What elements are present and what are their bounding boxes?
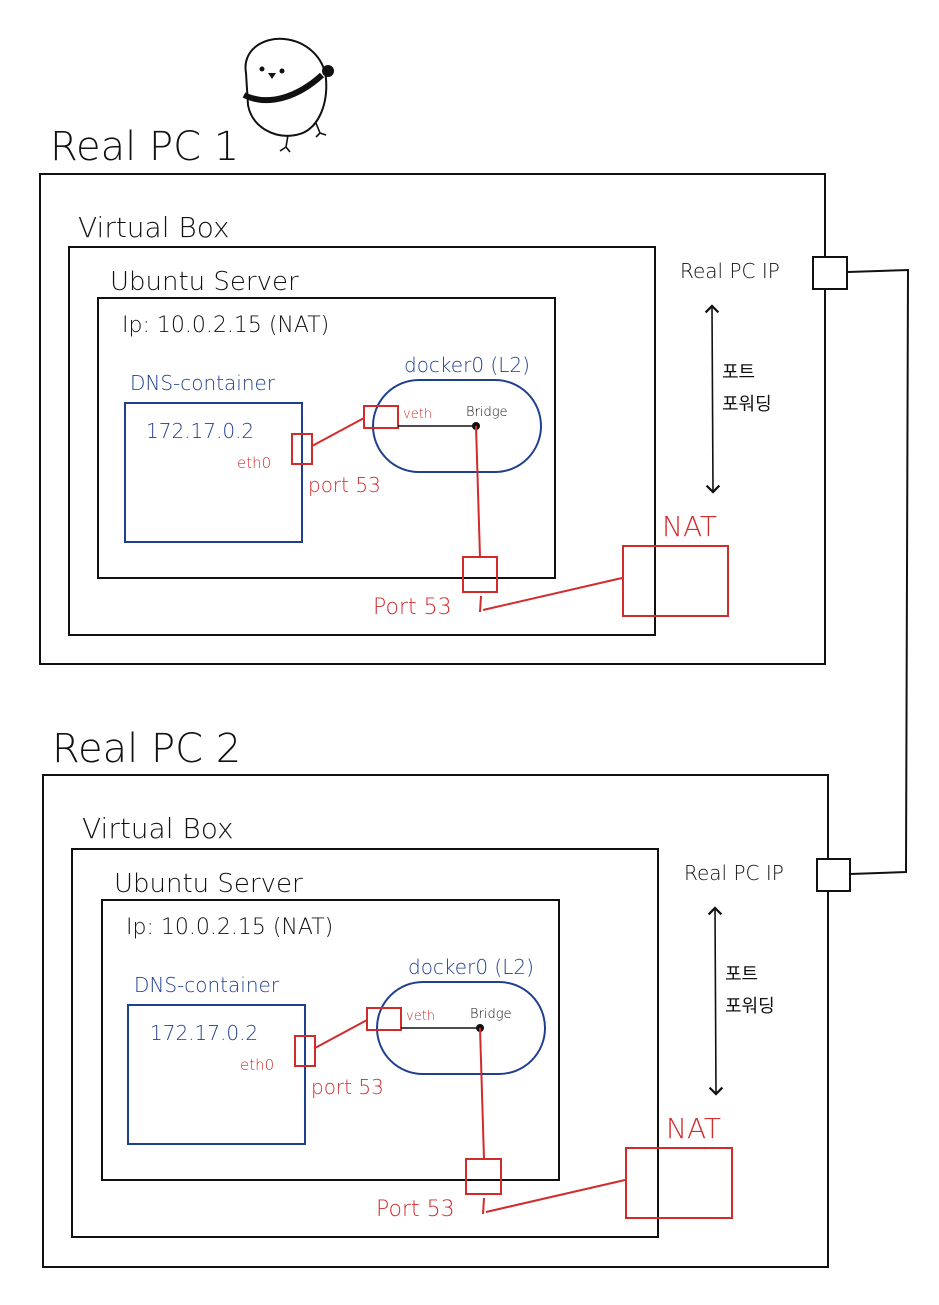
docker0-label: docker0 (L2): [408, 955, 534, 979]
real-pc-frame: [39, 173, 826, 665]
ubuntu-server-frame: [97, 297, 556, 579]
bridge-node-label: Bridge: [470, 1007, 512, 1022]
port-forwarding-label-line1: 포트: [722, 362, 755, 383]
eth0-label: eth0: [240, 1056, 274, 1074]
host-port-stub: [482, 1197, 485, 1215]
host-port-label: Port 53: [373, 595, 452, 620]
bridge-host-port-link: [475, 425, 481, 558]
bridge-host-port-link: [479, 1027, 485, 1160]
ubuntu-server-frame: [101, 899, 560, 1181]
dns-container-box: [127, 1004, 306, 1145]
port-nat-link: [482, 577, 623, 611]
ubuntu-server-label: Ubuntu Server: [114, 869, 303, 899]
bird-mascot-icon: [242, 37, 334, 153]
container-port-label: port 53: [311, 1075, 384, 1099]
real-pc-ip-label: Real PC IP: [680, 259, 780, 283]
real-pc-2: Real PC 2 Virtual Box Ubuntu Server Ip: …: [42, 726, 851, 1268]
virtualbox-label: Virtual Box: [78, 211, 230, 244]
virtualbox-frame: [68, 246, 656, 636]
real-pc-ip-label: Real PC IP: [684, 861, 784, 885]
port-forwarding-arrow: [704, 304, 721, 494]
dns-container-label: DNS-container: [134, 973, 280, 997]
ubuntu-ip-label: Ip: 10.0.2.15 (NAT): [122, 313, 329, 338]
container-ip-label: 172.17.0.2: [150, 1021, 258, 1045]
nat-box: [622, 545, 729, 617]
veth-port: [366, 1007, 402, 1031]
docker0-label: docker0 (L2): [404, 353, 530, 377]
eth0-port: [294, 1035, 316, 1067]
virtualbox-label: Virtual Box: [82, 812, 234, 845]
real-pc-ip-port: [812, 256, 848, 290]
dns-container-label: DNS-container: [130, 371, 276, 395]
port-forwarding-label-line1: 포트: [725, 964, 758, 985]
ubuntu-server-label: Ubuntu Server: [110, 267, 299, 297]
container-port-label: port 53: [308, 473, 381, 497]
bridge-node-label: Bridge: [466, 405, 508, 420]
eth0-port: [291, 433, 313, 465]
real-pc-1: Real PC 1 Virtual Box Ubuntu Server Ip: …: [39, 124, 848, 665]
container-ip-label: 172.17.0.2: [146, 419, 254, 443]
inter-pc-cable: [847, 268, 910, 875]
docker0-bridge: [376, 981, 546, 1075]
nat-label: NAT: [666, 1112, 721, 1145]
ubuntu-ip-label: Ip: 10.0.2.15 (NAT): [126, 915, 333, 940]
veth-port: [363, 405, 399, 429]
nat-box: [625, 1147, 733, 1219]
port-forwarding-label-line2: 포워딩: [725, 996, 775, 1017]
eth0-label: eth0: [237, 454, 271, 472]
host-port-53: [465, 1158, 502, 1195]
real-pc-frame: [42, 774, 829, 1268]
host-port-label: Port 53: [376, 1197, 455, 1222]
port-forwarding-arrow: [707, 906, 724, 1096]
docker0-bridge: [372, 379, 542, 473]
virtualbox-frame: [71, 848, 659, 1238]
host-port-53: [462, 556, 498, 593]
dns-container-box: [124, 402, 303, 543]
real-pc-ip-port: [816, 858, 851, 892]
port-nat-link: [485, 1179, 626, 1213]
host-port-stub: [479, 595, 482, 613]
nat-label: NAT: [662, 510, 717, 543]
real-pc-title: Real PC 2: [52, 726, 241, 772]
veth-label: veth: [403, 407, 432, 422]
port-forwarding-label-line2: 포워딩: [722, 394, 772, 415]
real-pc-title: Real PC 1: [50, 124, 239, 170]
veth-label: veth: [406, 1009, 435, 1024]
eth-veth-link: [311, 417, 365, 447]
eth-veth-link: [314, 1019, 368, 1049]
